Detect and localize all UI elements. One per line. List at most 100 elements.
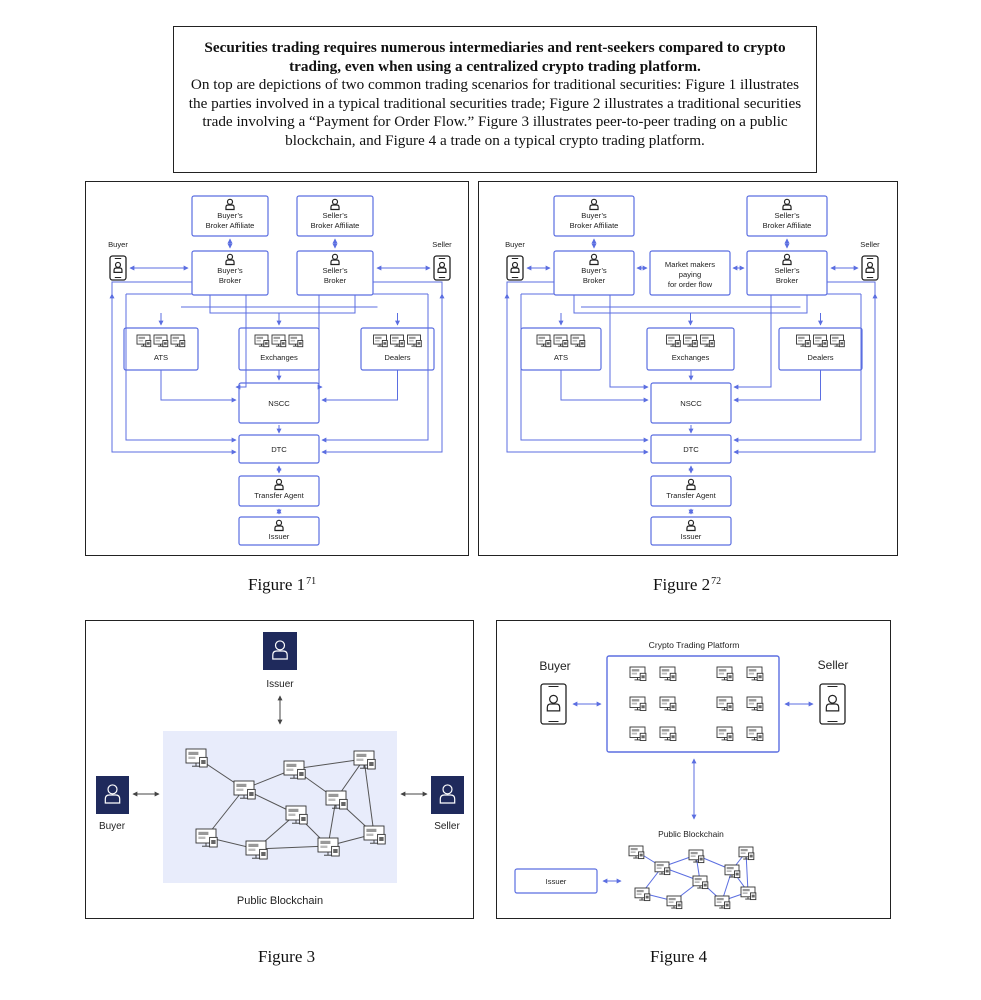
fig2-nscc-box: NSCC	[650, 382, 732, 424]
person-icon	[589, 198, 599, 211]
person-icon	[589, 253, 599, 266]
fig1-buyer-broker-label: Buyer’s	[217, 266, 243, 275]
computer-icon	[317, 837, 340, 857]
computer-icon	[666, 895, 683, 910]
fig3-issuer-label: Issuer	[266, 679, 294, 690]
fig2-dealers-label: Dealers	[807, 353, 833, 362]
person-icon	[274, 478, 284, 491]
fig1-seller-label: Seller	[432, 240, 452, 249]
fig3-issuer	[263, 632, 297, 670]
fig2-ats-box: ATS	[520, 327, 602, 371]
fig4-buyer-label: Buyer	[539, 659, 570, 673]
person-icon	[225, 253, 235, 266]
computer-icon	[629, 696, 647, 711]
person-icon	[439, 784, 456, 804]
fig2-outer-right	[733, 293, 878, 455]
fig2-market-makers-box-label: paying	[679, 270, 701, 279]
computer-icon	[746, 696, 764, 711]
fig2-transfer-agent-box: Transfer Agent	[650, 475, 732, 507]
computer-icon	[659, 726, 677, 741]
fig1-outer-right-top	[373, 281, 443, 294]
fig4-platform-title: Crypto Trading Platform	[649, 640, 740, 650]
fig2-seller-affiliate-label: Seller’s	[774, 211, 799, 220]
fig1-exchanges-box: Exchanges	[238, 327, 320, 371]
fig2-inner-left	[520, 294, 649, 443]
person-icon	[686, 519, 696, 532]
computer-icon	[714, 895, 731, 910]
fig2-sb-nscc	[733, 295, 772, 390]
fig1-issuer-box: Issuer	[238, 516, 320, 546]
fig1-dtc-box: DTC	[238, 434, 320, 464]
fig2-buyer-broker-label: Buyer’s	[581, 266, 607, 275]
person-icon	[113, 261, 123, 273]
computer-icon	[283, 760, 306, 780]
fig2-ats-nscc	[560, 370, 649, 403]
fig2-buyer-affiliate-label: Broker Affiliate	[570, 221, 619, 230]
computer-icon	[271, 334, 287, 348]
person-icon	[225, 198, 235, 211]
fig1-seller-broker-label: Seller’s	[322, 266, 347, 275]
computer-icon	[353, 750, 376, 770]
fig2-outer-left-top	[506, 281, 554, 294]
fig1-buyer-phone-icon	[109, 255, 127, 281]
person-icon	[546, 694, 561, 712]
fig3-seller	[431, 776, 464, 814]
caption-body: On top are depictions of two common trad…	[188, 76, 802, 149]
fig2-dtc-box: DTC	[650, 434, 732, 464]
fig1-outer-left-top	[111, 281, 192, 294]
fig2-dtc-box-label: DTC	[683, 445, 699, 454]
fig2-exchanges-box: Exchanges	[646, 327, 735, 371]
fig1-bus-top	[209, 295, 356, 314]
fig1-outer-left	[109, 293, 237, 455]
fig1-transfer-agent-box: Transfer Agent	[238, 475, 320, 507]
person-icon	[825, 694, 840, 712]
computer-icon	[245, 840, 268, 860]
fig3-buyer-label: Buyer	[99, 821, 126, 832]
fig1-ats-box: ATS	[123, 327, 199, 371]
intro-caption: Securities trading requires numerous int…	[173, 26, 817, 173]
computer-icon	[716, 666, 734, 681]
person-icon	[686, 478, 696, 491]
computer-icon	[325, 790, 348, 810]
person-icon	[330, 198, 340, 211]
fig2-nscc-box-label: NSCC	[680, 399, 702, 408]
fig1-inner-left	[125, 294, 237, 443]
fig1-issuer-box-label: Issuer	[269, 532, 290, 541]
fig4-issuer-box-label: Issuer	[546, 877, 567, 886]
fig1-buyer-affiliate-label: Broker Affiliate	[206, 221, 255, 230]
fig1-seller-broker-label: Broker	[324, 276, 347, 285]
fig4-buyer-phone-icon	[540, 683, 567, 725]
fig2-market-makers-box-label: for order flow	[668, 280, 713, 289]
fig1-dtc-box-label: DTC	[271, 445, 287, 454]
fig2-seller-label: Seller	[860, 240, 880, 249]
fig2-issuer-box-label: Issuer	[681, 532, 702, 541]
fig3-seller-label: Seller	[434, 821, 460, 832]
computer-icon	[629, 726, 647, 741]
fig2-seller-phone-icon	[861, 255, 879, 281]
fig2-seller-affiliate-label: Broker Affiliate	[763, 221, 812, 230]
computer-icon	[724, 864, 741, 879]
figure-2-caption: Figure 272	[653, 575, 721, 595]
computer-icon	[740, 886, 757, 901]
computer-icon	[629, 666, 647, 681]
figure-4-label: Figure 4	[650, 947, 708, 966]
computer-icon	[659, 696, 677, 711]
fig2-buyer-broker-label: Broker	[583, 276, 606, 285]
computer-icon	[688, 849, 705, 864]
fig1-inner-right	[321, 294, 429, 443]
figure-2-label: Figure 2	[653, 575, 711, 594]
person-icon	[272, 640, 288, 660]
fig1-seller-affiliate-label: Broker Affiliate	[311, 221, 360, 230]
computer-icon	[285, 805, 308, 825]
figure-3-caption: Figure 3	[258, 947, 315, 967]
fig1-seller-affiliate-label: Seller’s	[322, 211, 347, 220]
figure-2-footnote: 72	[711, 576, 722, 587]
fig2-seller-broker-label: Broker	[776, 276, 799, 285]
